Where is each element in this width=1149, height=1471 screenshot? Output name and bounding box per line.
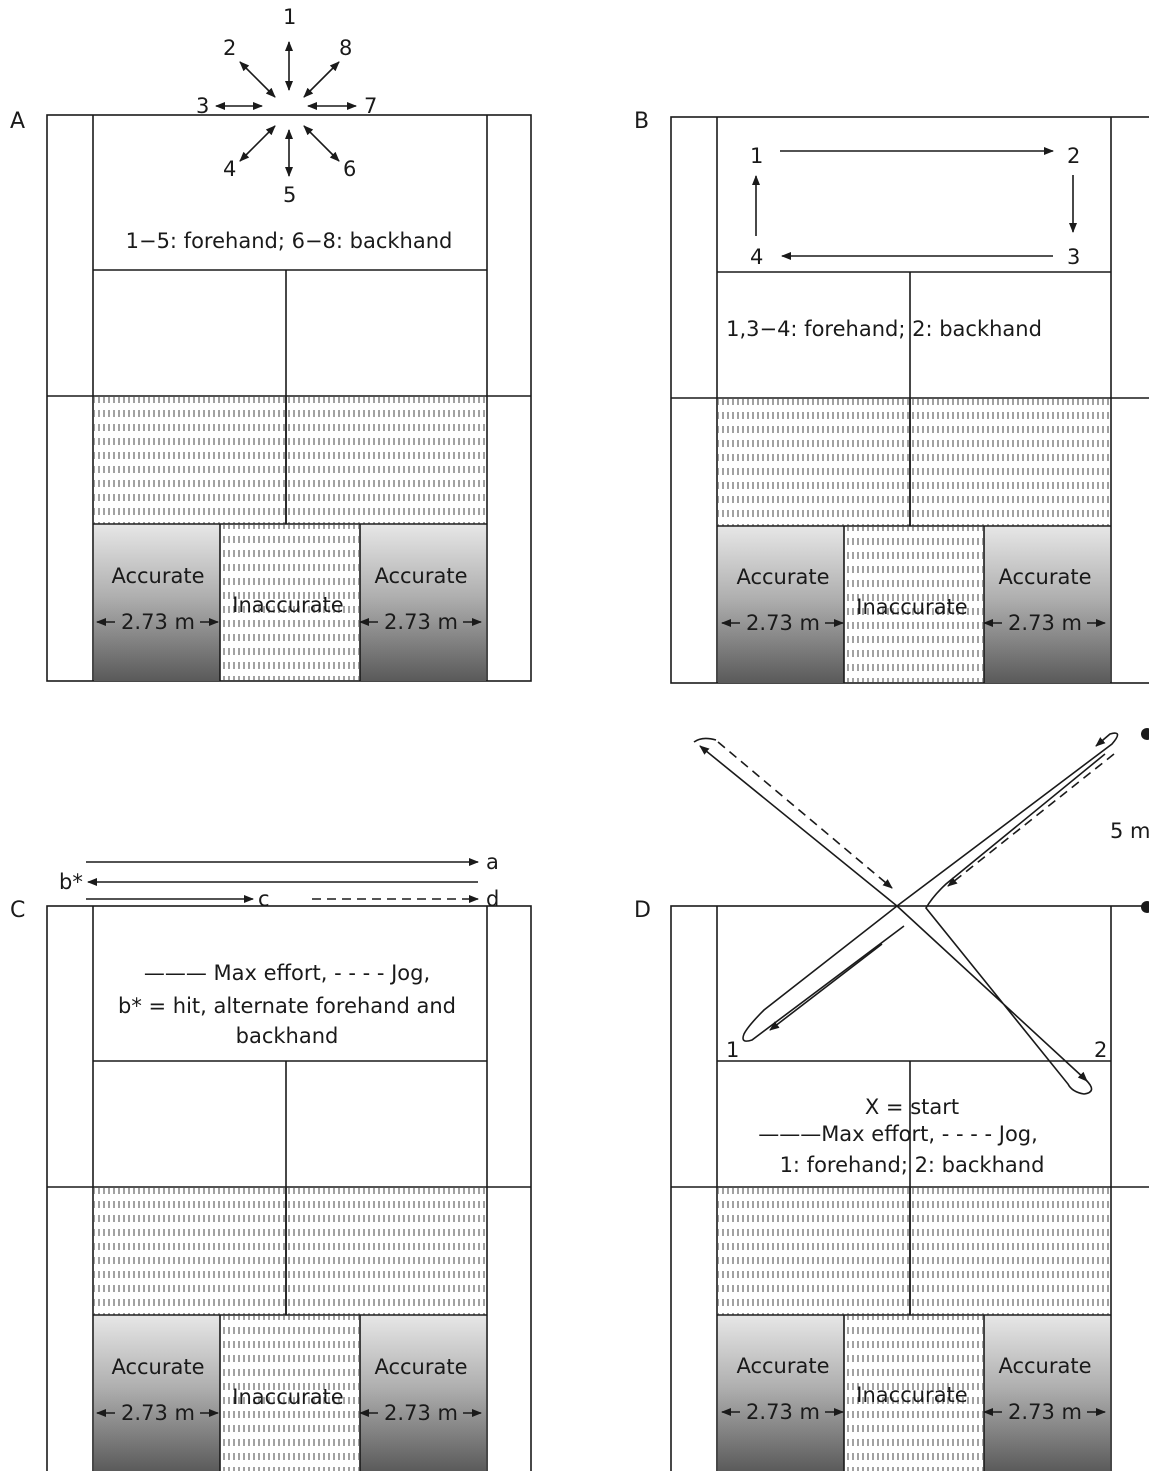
distance-label: 5 m [1110, 819, 1149, 843]
jog-back-from-right-arrow [947, 753, 1115, 887]
distance-marker-top [1141, 728, 1149, 740]
run-to-1-arrow [769, 943, 883, 1031]
direction-8-label: 8 [339, 36, 352, 60]
direction-2-arrow [239, 61, 276, 98]
panel-d-note-line2: ———Max effort, - - - - Jog, [758, 1122, 1038, 1146]
corner-4-label: 4 [750, 245, 763, 269]
distance-marker-bottom [1141, 901, 1149, 913]
run-to-2-and-back-path [896, 753, 1106, 1095]
panel-b-accurate-right-label: Accurate [998, 565, 1091, 589]
panel-d-letter: D [634, 898, 651, 923]
panel-c-legend-line3: backhand [236, 1024, 339, 1048]
panel-c-letter: C [10, 898, 25, 923]
panel-b-width-left-label: 2.73 m [746, 611, 820, 635]
panel-b: B 1 2 3 4 1,3−4: forehand; 2: backhand A… [634, 109, 1149, 684]
panel-c-inaccurate-label: Inaccurate [232, 1385, 343, 1409]
panel-a: A 1 2 3 4 5 6 7 8 1−5: forehand; 6−8: ba… [10, 5, 532, 682]
mark-c-label: c [258, 887, 270, 911]
panel-d-accurate-right-label: Accurate [998, 1354, 1091, 1378]
panel-d-width-right-label: 2.73 m [1008, 1400, 1082, 1424]
panel-c-legend-line1: ——— Max effort, - - - - Jog, [144, 961, 430, 985]
direction-2-label: 2 [223, 36, 236, 60]
direction-7-label: 7 [364, 94, 377, 118]
end-2-label: 2 [1094, 1038, 1107, 1062]
panel-d-width-left-label: 2.73 m [746, 1400, 820, 1424]
mark-a-label: a [486, 850, 499, 874]
panel-b-inaccurate-label: Inaccurate [856, 595, 967, 619]
run-to-2-arrowhead [1077, 1071, 1088, 1082]
panel-d: D 5 m 1 2 X = start ———Max effort, - - -… [634, 728, 1149, 1471]
panel-a-accurate-left-label: Accurate [111, 564, 204, 588]
panel-a-width-right-label: 2.73 m [384, 610, 458, 634]
panel-d-inaccurate-label: Inaccurate [856, 1383, 967, 1407]
direction-3-label: 3 [196, 94, 209, 118]
panel-b-accurate-left-label: Accurate [736, 565, 829, 589]
direction-4-arrow [239, 125, 276, 162]
panel-c: C a b* c d ——— Max effort, - - - - Jog, … [10, 850, 532, 1471]
panel-b-letter: B [634, 109, 649, 134]
corner-1-label: 1 [750, 144, 763, 168]
panel-a-width-left-label: 2.73 m [121, 610, 195, 634]
corner-2-label: 2 [1067, 144, 1080, 168]
run-to-1-loop-path [742, 905, 905, 1042]
direction-8-arrow [303, 61, 340, 98]
turn-far-left [693, 737, 717, 743]
mark-b-label: b* [59, 870, 83, 894]
direction-4-label: 4 [223, 157, 236, 181]
panel-b-note: 1,3−4: forehand; 2: backhand [726, 317, 1042, 341]
run-to-far-right-arrow [896, 732, 1119, 907]
mark-d-label: d [486, 887, 499, 911]
direction-5-label: 5 [283, 183, 296, 207]
panel-c-accurate-right-label: Accurate [374, 1355, 467, 1379]
panel-d-accurate-left-label: Accurate [736, 1354, 829, 1378]
panel-d-note-line1: X = start [865, 1095, 959, 1119]
direction-6-arrow [303, 125, 340, 162]
end-1-label: 1 [726, 1038, 739, 1062]
panel-c-legend-line2: b* = hit, alternate forehand and [118, 994, 456, 1018]
panel-c-accurate-left-label: Accurate [111, 1355, 204, 1379]
panel-a-letter: A [10, 109, 25, 134]
jog-back-from-left-arrow [717, 741, 893, 889]
panel-c-width-right-label: 2.73 m [384, 1401, 458, 1425]
panel-a-inaccurate-label: Inaccurate [232, 593, 343, 617]
panel-a-note: 1−5: forehand; 6−8: backhand [126, 229, 453, 253]
direction-1-label: 1 [283, 5, 296, 29]
direction-6-label: 6 [343, 157, 356, 181]
panel-a-direction-arrows [215, 41, 357, 177]
run-to-far-left-arrow [699, 745, 898, 907]
panel-d-note-line3: 1: forehand; 2: backhand [780, 1153, 1045, 1177]
panel-a-accurate-right-label: Accurate [374, 564, 467, 588]
panel-c-width-left-label: 2.73 m [121, 1401, 195, 1425]
corner-3-label: 3 [1067, 245, 1080, 269]
panel-b-width-right-label: 2.73 m [1008, 611, 1082, 635]
